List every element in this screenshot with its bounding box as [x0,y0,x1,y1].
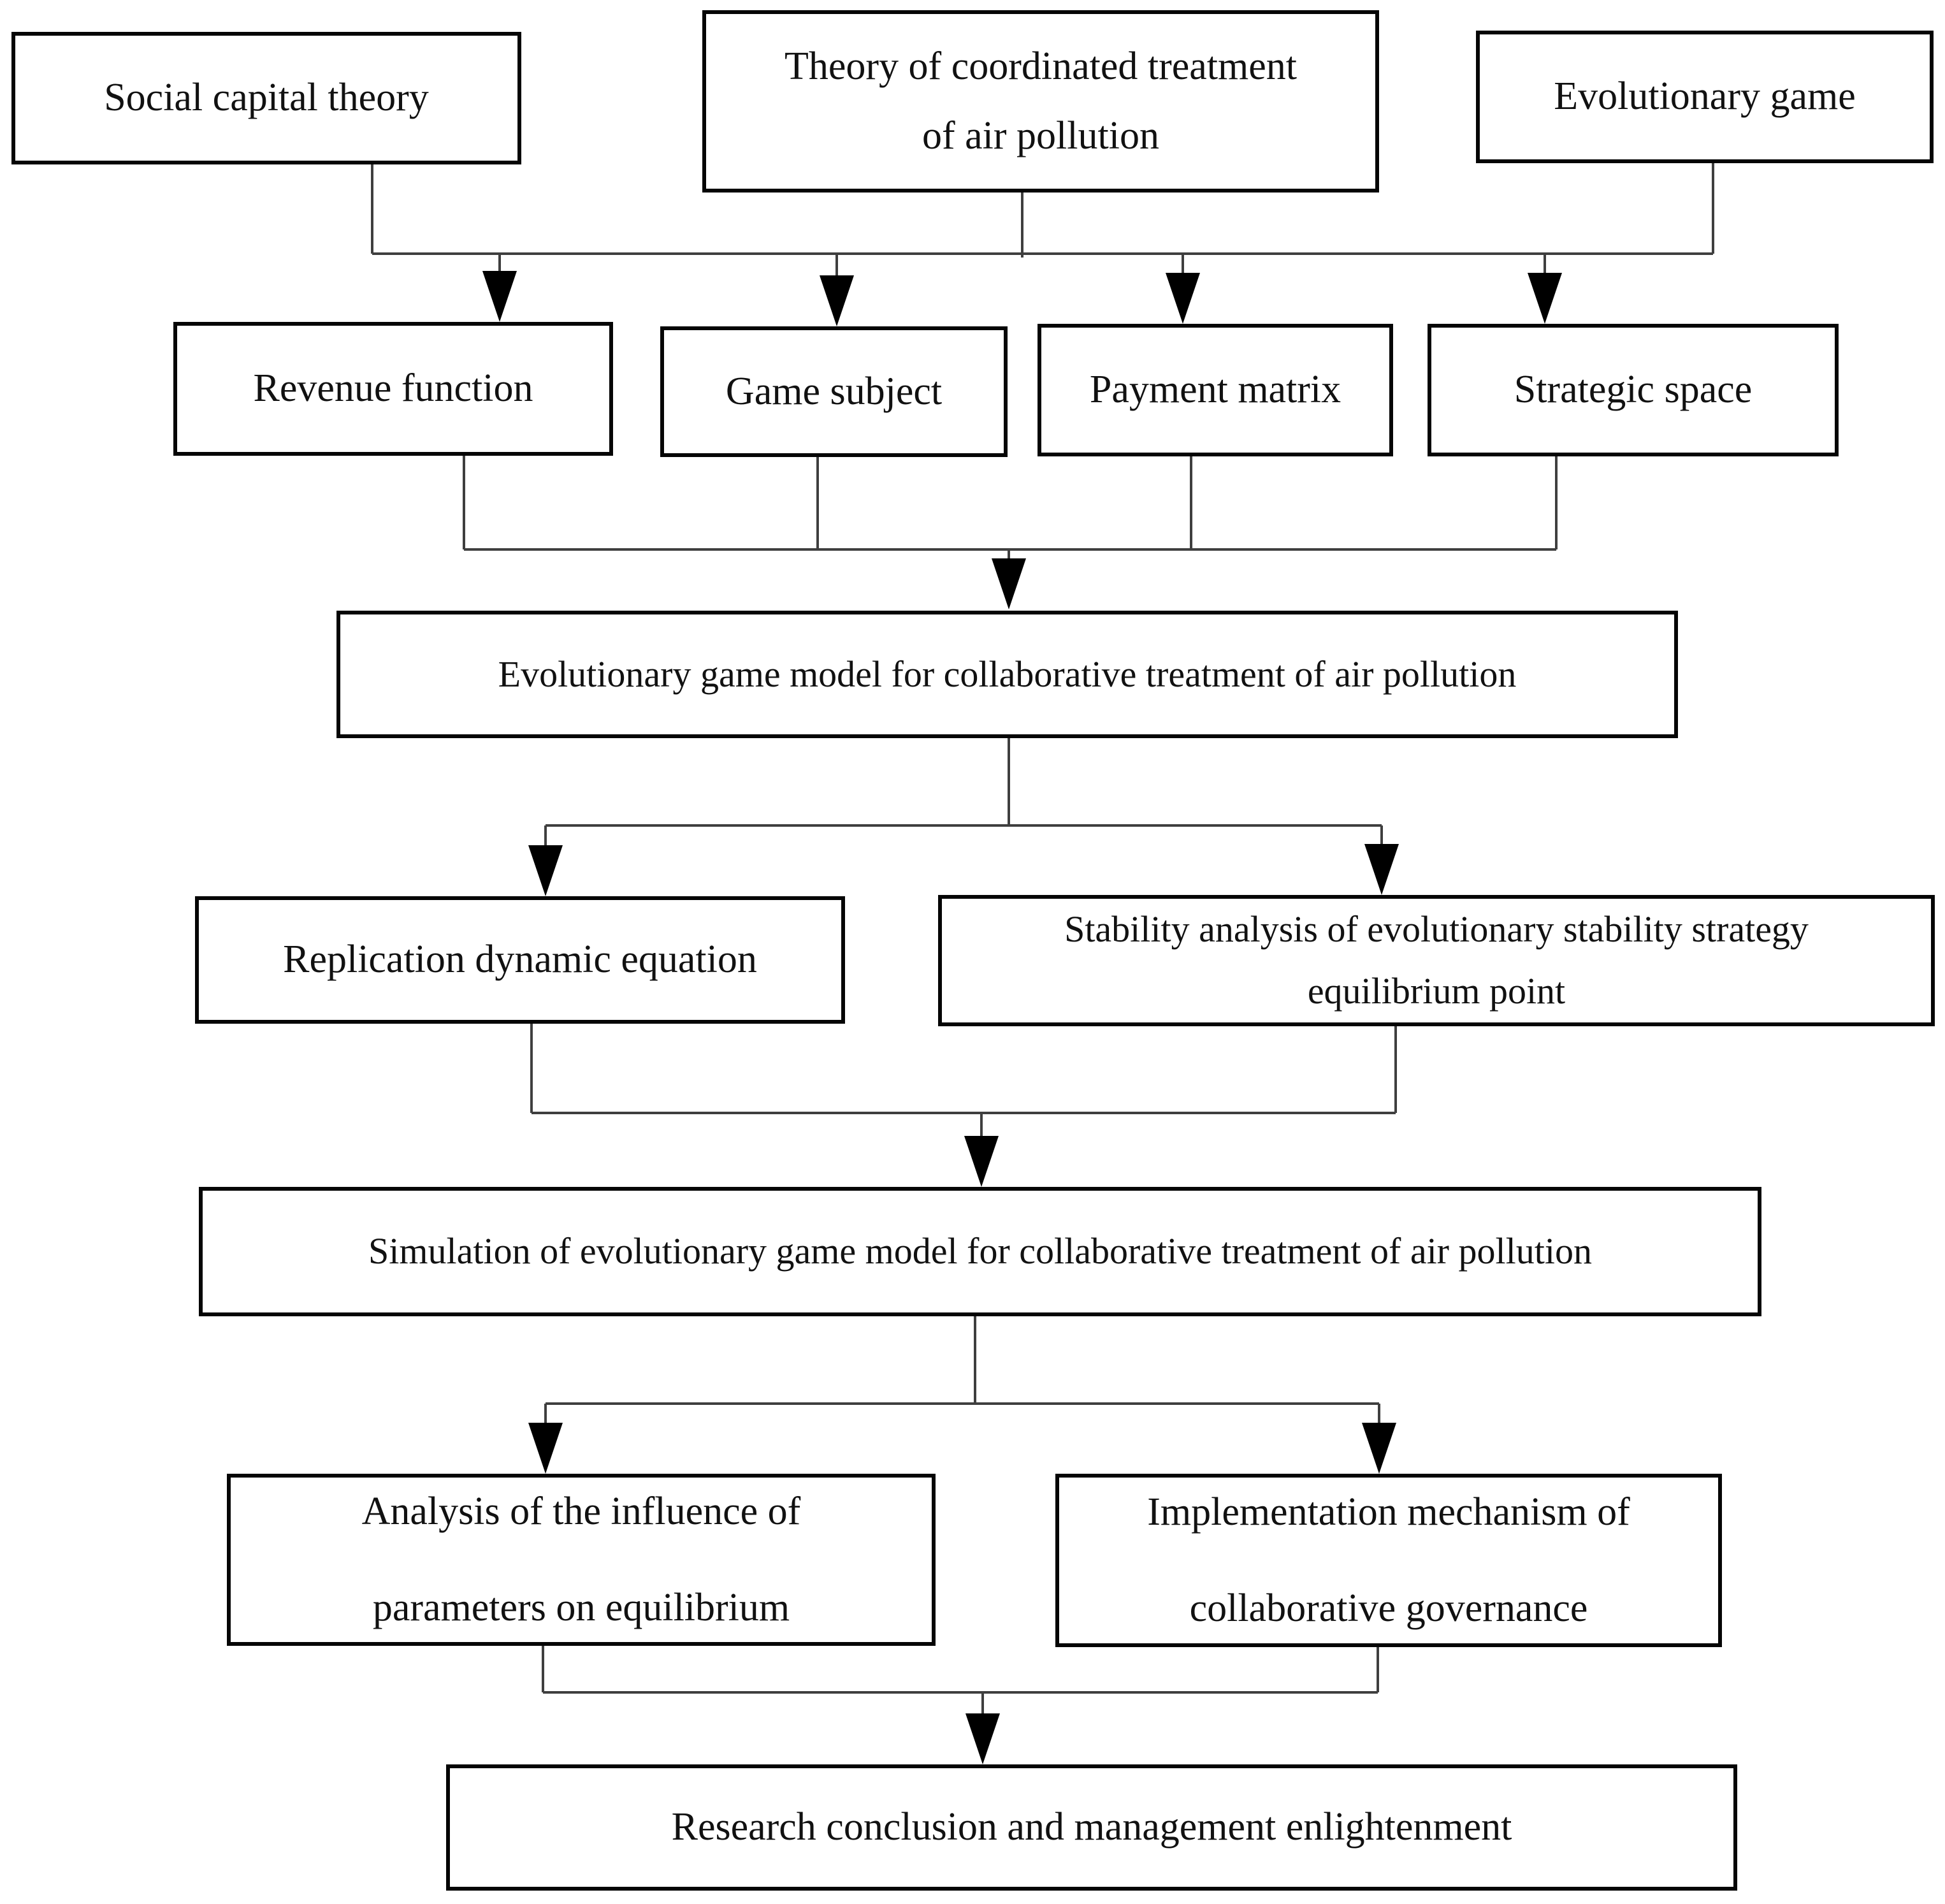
node-evolutionary-game-model: Evolutionary game model for collaborativ… [336,611,1678,738]
node-evolutionary-game: Evolutionary game [1476,31,1934,163]
arrowhead-subject [820,275,854,326]
arrowhead-conclusion [965,1713,1000,1764]
node-revenue-function: Revenue function [173,322,613,456]
node-label: Evolutionary game model for collaborativ… [498,653,1517,695]
node-theory-coordinated-treatment: Theory of coordinated treatment of air p… [702,10,1379,193]
node-game-subject: Game subject [660,326,1008,457]
node-replication-dynamic-equation: Replication dynamic equation [195,896,845,1024]
arrowhead-model [992,558,1026,609]
node-label: Evolutionary game [1554,75,1856,119]
node-label: Theory of coordinated treatment [785,44,1297,88]
node-label: Revenue function [253,367,533,411]
arrowhead-implementation [1362,1423,1396,1474]
node-label: Game subject [725,369,943,413]
node-label: Analysis of the influence of [361,1489,801,1533]
node-label: Replication dynamic equation [283,938,757,982]
arrowhead-analysis [528,1423,563,1474]
node-label: Strategic space [1514,368,1753,412]
node-implementation-mechanism: Implementation mechanism of collaborativ… [1055,1474,1722,1647]
node-label: collaborative governance [1189,1587,1588,1630]
node-analysis-of-parameters: Analysis of the influence of parameters … [227,1474,936,1646]
node-label: of air pollution [922,114,1159,157]
node-label: Stability analysis of evolutionary stabi… [1064,908,1809,950]
node-payment-matrix: Payment matrix [1038,324,1393,456]
node-label: equilibrium point [1307,970,1566,1012]
arrowhead-strategic [1528,273,1562,324]
node-research-conclusion: Research conclusion and management enlig… [446,1764,1737,1891]
node-label: Simulation of evolutionary game model fo… [368,1230,1592,1272]
node-label: Research conclusion and management enlig… [671,1805,1512,1849]
arrowhead-replication [528,845,563,896]
node-label: parameters on equilibrium [372,1586,790,1629]
node-simulation-evolutionary-game-model: Simulation of evolutionary game model fo… [199,1187,1761,1316]
arrowhead-revenue [482,271,517,322]
arrowheads [482,271,1562,1764]
arrowhead-payment [1166,273,1200,324]
node-social-capital-theory: Social capital theory [11,32,521,164]
arrowhead-simulation [964,1136,999,1187]
node-stability-analysis: Stability analysis of evolutionary stabi… [938,895,1935,1026]
node-label: Payment matrix [1089,368,1341,412]
connector-lines [371,163,1714,1716]
node-label: Implementation mechanism of [1147,1490,1630,1534]
node-strategic-space: Strategic space [1428,324,1839,456]
arrowhead-stability [1364,844,1399,895]
node-label: Social capital theory [104,76,429,120]
